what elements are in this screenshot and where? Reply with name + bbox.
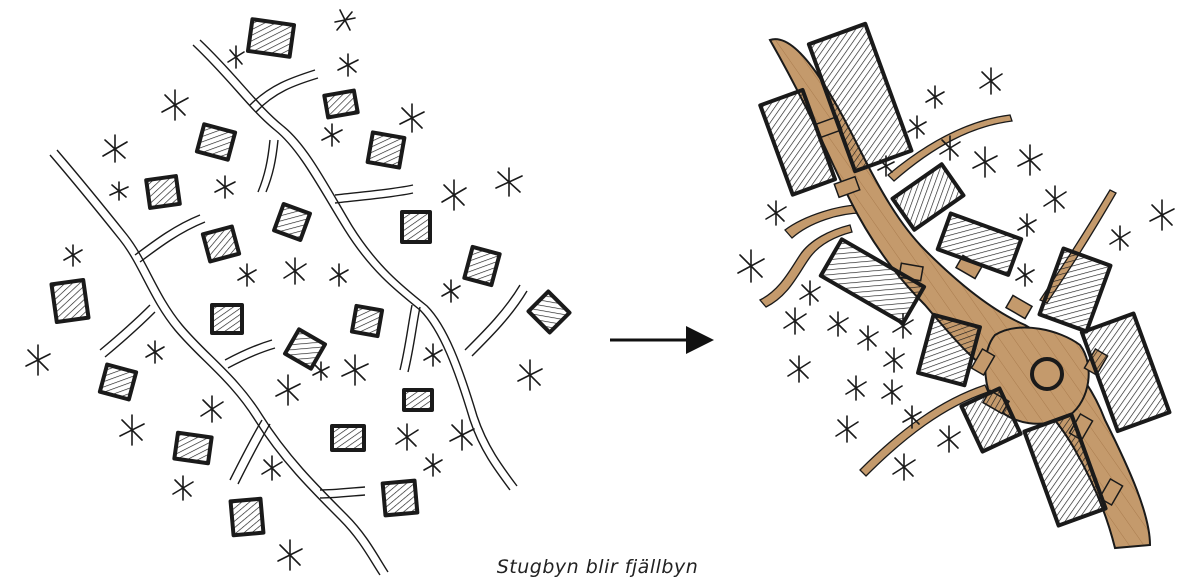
cabin <box>100 365 136 400</box>
cabin <box>285 329 325 368</box>
cabin <box>368 132 405 167</box>
cabin <box>231 499 264 535</box>
tree-asterisk-icon <box>64 245 82 266</box>
tree-asterisk-icon <box>738 250 764 282</box>
tree-asterisk-icon <box>518 360 542 390</box>
tree-asterisk-icon <box>335 10 355 30</box>
cabin <box>404 390 432 410</box>
tree-asterisk-icon <box>284 258 306 284</box>
cabin <box>274 204 310 240</box>
building <box>918 315 980 385</box>
tree-asterisk-icon <box>1150 200 1174 230</box>
cabin <box>212 305 242 333</box>
tree-asterisk-icon <box>926 86 944 108</box>
cabin <box>203 227 239 262</box>
tree-asterisk-icon <box>146 341 164 363</box>
left-roads <box>50 40 527 575</box>
tree-asterisk-icon <box>800 281 820 305</box>
tree-asterisk-icon <box>26 345 50 375</box>
left-trees <box>26 10 542 570</box>
tree-asterisk-icon <box>173 476 193 500</box>
left-sketch-stugbyn <box>26 10 570 575</box>
cabin <box>324 91 357 118</box>
tree-asterisk-icon <box>313 362 329 380</box>
cabin <box>528 291 569 332</box>
tree-asterisk-icon <box>450 420 474 450</box>
tree-asterisk-icon <box>858 326 878 350</box>
tree-asterisk-icon <box>215 176 235 198</box>
cabin <box>52 280 89 322</box>
right-sketch-fjallbyn <box>738 24 1174 548</box>
cabin <box>352 306 382 336</box>
tree-asterisk-icon <box>330 264 348 286</box>
tree-asterisk-icon <box>836 416 858 442</box>
tree-asterisk-icon <box>228 46 244 68</box>
cabin <box>464 247 499 285</box>
tree-asterisk-icon <box>893 454 915 480</box>
tree-asterisk-icon <box>120 415 144 445</box>
tree-asterisk-icon <box>396 424 418 450</box>
cabin <box>146 176 180 208</box>
tree-asterisk-icon <box>201 396 223 422</box>
tree-asterisk-icon <box>110 182 128 200</box>
tree-asterisk-icon <box>784 308 806 334</box>
tree-asterisk-icon <box>828 312 848 336</box>
figure-caption: Stugbyn blir fjällbyn <box>0 556 1195 578</box>
tree-asterisk-icon <box>276 375 300 405</box>
left-cabins <box>52 19 570 535</box>
tree-asterisk-icon <box>908 116 926 138</box>
tree-asterisk-icon <box>973 147 997 177</box>
tree-asterisk-icon <box>766 201 786 225</box>
tree-asterisk-icon <box>162 90 188 120</box>
tree-asterisk-icon <box>1018 145 1042 175</box>
tree-asterisk-icon <box>322 124 342 146</box>
tree-asterisk-icon <box>846 376 866 400</box>
tree-asterisk-icon <box>788 356 810 382</box>
tree-asterisk-icon <box>424 344 442 366</box>
tree-asterisk-icon <box>882 380 902 404</box>
building <box>1040 249 1111 332</box>
arrow-right-icon <box>610 326 714 354</box>
tree-asterisk-icon <box>338 54 358 76</box>
tree-asterisk-icon <box>342 355 368 385</box>
tree-asterisk-icon <box>442 180 466 210</box>
cabin <box>402 212 430 242</box>
cabin <box>332 426 364 450</box>
tree-asterisk-icon <box>442 280 460 302</box>
tree-asterisk-icon <box>238 264 256 286</box>
cabin <box>383 481 418 516</box>
cabin <box>248 19 294 57</box>
tree-asterisk-icon <box>424 454 442 476</box>
tree-asterisk-icon <box>884 348 904 372</box>
tree-asterisk-icon <box>262 456 282 480</box>
cabin <box>197 124 235 159</box>
tree-asterisk-icon <box>938 426 960 452</box>
tree-asterisk-icon <box>496 168 522 196</box>
tree-asterisk-icon <box>1044 186 1066 212</box>
cabin <box>174 433 211 463</box>
tree-asterisk-icon <box>1110 226 1130 250</box>
tree-asterisk-icon <box>1016 264 1034 286</box>
building <box>938 213 1021 274</box>
tree-asterisk-icon <box>103 135 127 162</box>
tree-asterisk-icon <box>1018 214 1036 236</box>
plaza-circle <box>1032 359 1062 389</box>
tree-asterisk-icon <box>400 104 424 132</box>
tree-asterisk-icon <box>980 68 1002 94</box>
